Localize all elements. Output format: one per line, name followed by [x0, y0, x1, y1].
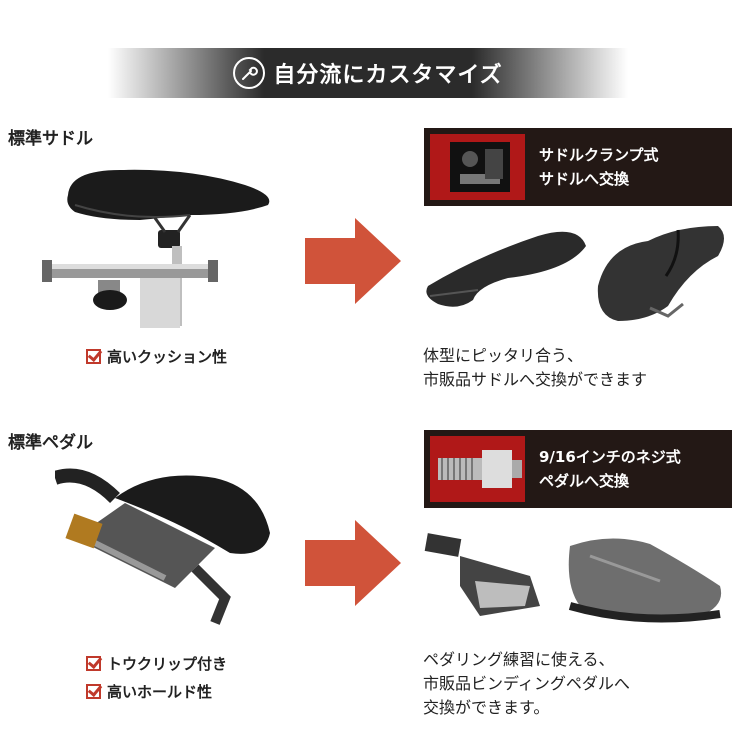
pedal-arrow-icon — [305, 520, 401, 606]
check-icon — [86, 684, 101, 699]
pedal-method-banner: 9/16インチのネジ式 ペダルへ交換 — [424, 430, 732, 508]
check-icon — [86, 656, 101, 671]
pedal-feature-label: 高いホールド性 — [107, 683, 213, 701]
pedal-description: ペダリング練習に使える、 市販品ビンディングペダルへ 交換ができます。 — [423, 648, 630, 720]
banner-title: 自分流にカスタマイズ — [273, 63, 503, 88]
saddle-desc-line2: 市販品サドルへ交換ができます — [423, 370, 648, 389]
saddle-feature-label: 高いクッション性 — [107, 348, 228, 366]
aftermarket-saddles-image — [426, 226, 724, 321]
saddle-clamp-image — [430, 134, 525, 200]
pedal-desc-line1: ペダリング練習に使える、 — [423, 650, 615, 669]
wrench-icon — [233, 57, 266, 89]
standard-saddle-image — [42, 169, 270, 328]
pedal-method-line2: ペダルへ交換 — [539, 472, 630, 490]
saddle-method-line1: サドルクランプ式 — [539, 146, 659, 164]
pedal-method-line1: 9/16インチのネジ式 — [539, 448, 681, 466]
saddle-description: 体型にピッタリ合う、 市販品サドルへ交換ができます — [423, 344, 647, 392]
saddle-method-line2: サドルへ交換 — [539, 170, 630, 188]
section-banner: 自分流にカスタマイズ — [108, 48, 628, 98]
pedal-desc-line3: 交換ができます。 — [423, 698, 550, 717]
pedal-feature-label: トウクリップ付き — [107, 655, 228, 673]
saddle-feature-item: 高いクッション性 — [86, 346, 227, 367]
pedal-feature-item: 高いホールド性 — [86, 681, 212, 702]
binding-pedal-and-shoe-image — [424, 533, 722, 623]
saddle-desc-line1: 体型にピッタリ合う、 — [423, 346, 584, 365]
standard-pedal-image — [55, 468, 270, 625]
saddle-section-title: 標準サドル — [8, 129, 93, 149]
pedal-feature-item: トウクリップ付き — [86, 653, 227, 674]
check-icon — [86, 349, 101, 364]
saddle-method-banner: サドルクランプ式 サドルへ交換 — [424, 128, 732, 206]
pedal-thread-image — [430, 436, 525, 502]
pedal-section-title: 標準ペダル — [8, 433, 93, 453]
pedal-desc-line2: 市販品ビンディングペダルへ — [423, 674, 630, 693]
saddle-arrow-icon — [305, 218, 401, 304]
